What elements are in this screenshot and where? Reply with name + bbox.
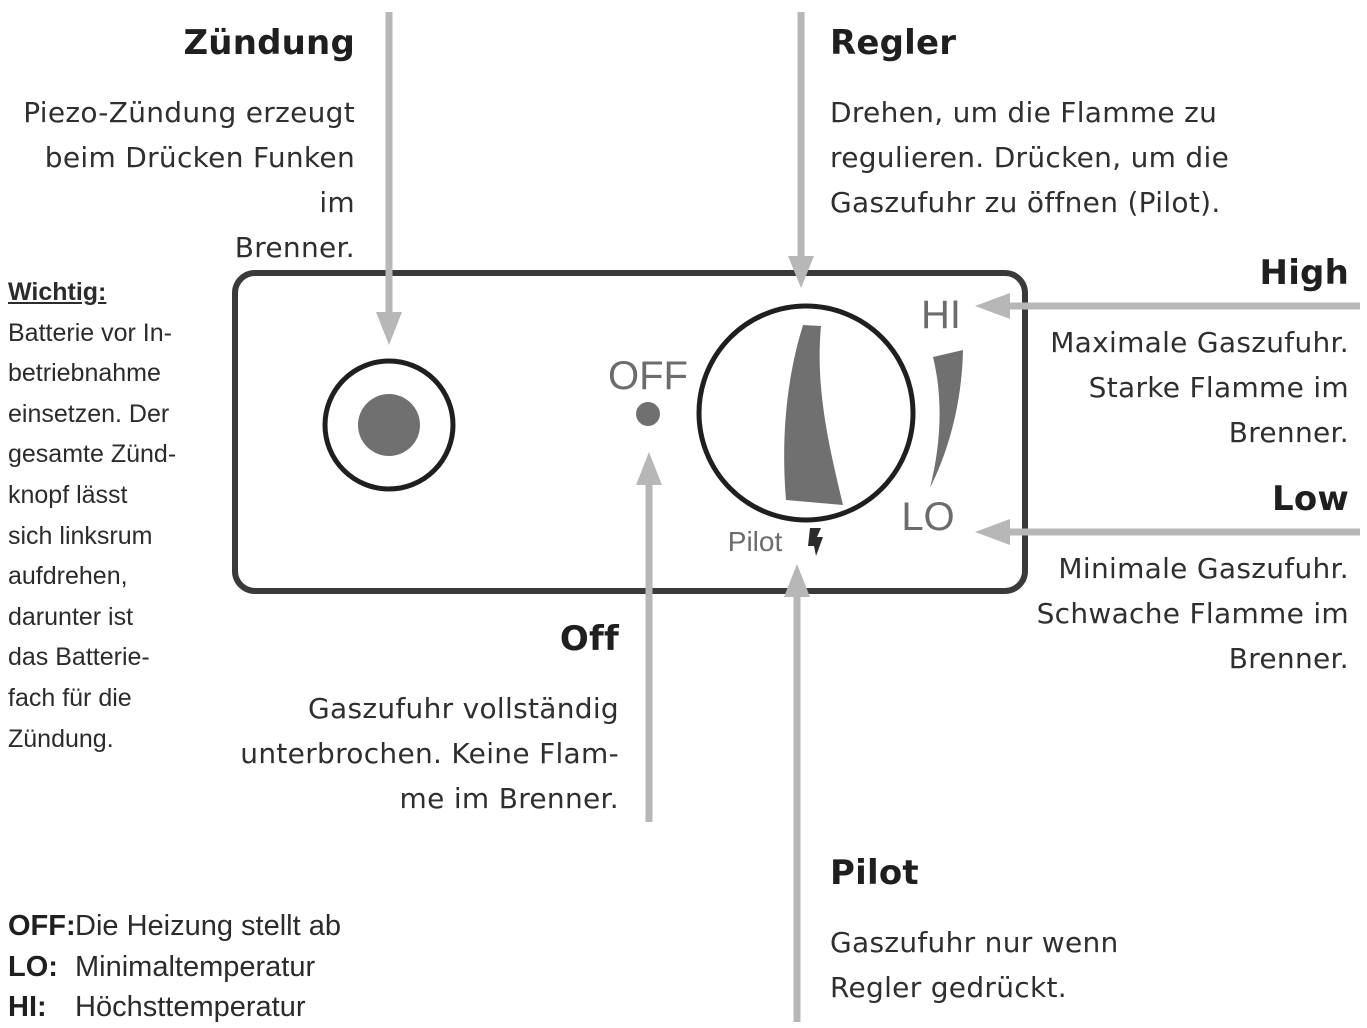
flame-scale bbox=[930, 350, 963, 488]
high-line: Starke Flamme im bbox=[1088, 371, 1349, 404]
wichtig-line: betriebnahme bbox=[8, 359, 161, 388]
low-description: Minimale Gaszufuhr. Schwache Flamme im B… bbox=[1037, 546, 1349, 681]
legend-row: LO: Minimaltemperatur bbox=[8, 947, 341, 988]
legend-key: OFF: bbox=[8, 910, 76, 942]
regler-line: regulieren. Drücken, um die bbox=[830, 141, 1230, 174]
regler-line: Gaszufuhr zu öffnen (Pilot). bbox=[830, 186, 1221, 219]
zuendung-title: Zündung bbox=[183, 23, 355, 63]
wichtig-line: fach für die bbox=[8, 683, 132, 712]
legend-text: Die Heizung stellt ab bbox=[75, 910, 341, 942]
zuendung-line: beim Drücken Funken im bbox=[44, 141, 355, 219]
arrowhead-off bbox=[636, 452, 662, 485]
legend: OFF:Die Heizung stellt ab LO: Minimaltemp… bbox=[8, 906, 341, 1028]
knob-pointer bbox=[784, 325, 843, 505]
zuendung-line: Piezo-Zündung erzeugt bbox=[23, 96, 355, 129]
wichtig-line: das Batterie- bbox=[8, 643, 150, 672]
arrowhead-pilot bbox=[784, 564, 810, 597]
pilot-line: Gaszufuhr nur wenn bbox=[830, 926, 1119, 959]
wichtig-line: Zündung. bbox=[8, 724, 114, 753]
off-line: me im Brenner. bbox=[399, 782, 619, 815]
legend-text: Minimaltemperatur bbox=[75, 950, 316, 983]
panel-lo-label: LO bbox=[901, 495, 954, 539]
off-title: Off bbox=[559, 619, 619, 659]
high-description: Maximale Gaszufuhr. Starke Flamme im Bre… bbox=[1050, 320, 1349, 455]
spark-icon bbox=[808, 528, 823, 556]
regulator-knob bbox=[696, 303, 916, 523]
panel-outline bbox=[232, 270, 1028, 594]
off-dot bbox=[636, 402, 660, 426]
low-line: Schwache Flamme im bbox=[1036, 597, 1349, 630]
legend-row: HI: Höchsttemperatur bbox=[8, 987, 341, 1028]
panel-hi-label: HI bbox=[921, 293, 961, 337]
low-title: Low bbox=[1271, 479, 1349, 519]
arrowhead-zuendung bbox=[376, 312, 402, 345]
wichtig-note: Wichtig: Batterie vor In- betriebnahme e… bbox=[8, 272, 176, 759]
regler-line: Drehen, um die Flamme zu bbox=[830, 96, 1218, 129]
pilot-title: Pilot bbox=[830, 853, 919, 893]
off-description: Gaszufuhr vollständig unterbrochen. Kein… bbox=[240, 686, 619, 821]
low-line: Brenner. bbox=[1228, 642, 1349, 675]
wichtig-line: knopf lässt bbox=[8, 480, 128, 509]
arrowhead-regler bbox=[788, 256, 814, 288]
legend-key: HI: bbox=[8, 991, 47, 1023]
high-title: High bbox=[1259, 253, 1349, 293]
pilot-description: Gaszufuhr nur wenn Regler gedrückt. bbox=[830, 920, 1119, 1010]
zuendung-line: Brenner. bbox=[234, 231, 355, 264]
wichtig-title: Wichtig: bbox=[8, 278, 107, 306]
off-line: unterbrochen. Keine Flam- bbox=[240, 737, 619, 770]
legend-text: Höchsttemperatur bbox=[75, 991, 306, 1023]
legend-key: LO: bbox=[8, 950, 58, 983]
pilot-line: Regler gedrückt. bbox=[830, 971, 1067, 1004]
arrowhead-high bbox=[975, 293, 1010, 319]
panel-off-label: OFF bbox=[608, 354, 688, 398]
high-line: Brenner. bbox=[1228, 416, 1349, 449]
high-line: Maximale Gaszufuhr. bbox=[1050, 326, 1349, 359]
wichtig-line: Batterie vor In- bbox=[8, 318, 172, 347]
zuendung-description: Piezo-Zündung erzeugt beim Drücken Funke… bbox=[0, 90, 355, 270]
off-line: Gaszufuhr vollständig bbox=[307, 692, 619, 725]
wichtig-line: sich linksrum bbox=[8, 521, 153, 550]
low-line: Minimale Gaszufuhr. bbox=[1058, 552, 1349, 585]
panel-pilot-label: Pilot bbox=[728, 526, 783, 557]
regler-title: Regler bbox=[830, 23, 957, 63]
wichtig-line: aufdrehen, bbox=[8, 562, 128, 591]
wichtig-line: einsetzen. Der bbox=[8, 399, 170, 428]
legend-row: OFF:Die Heizung stellt ab bbox=[8, 906, 341, 947]
wichtig-line: gesamte Zünd- bbox=[8, 440, 177, 469]
regler-description: Drehen, um die Flamme zu regulieren. Drü… bbox=[830, 90, 1229, 225]
ignition-button bbox=[322, 358, 456, 492]
arrowhead-low bbox=[975, 519, 1010, 545]
wichtig-line: darunter ist bbox=[8, 602, 134, 631]
